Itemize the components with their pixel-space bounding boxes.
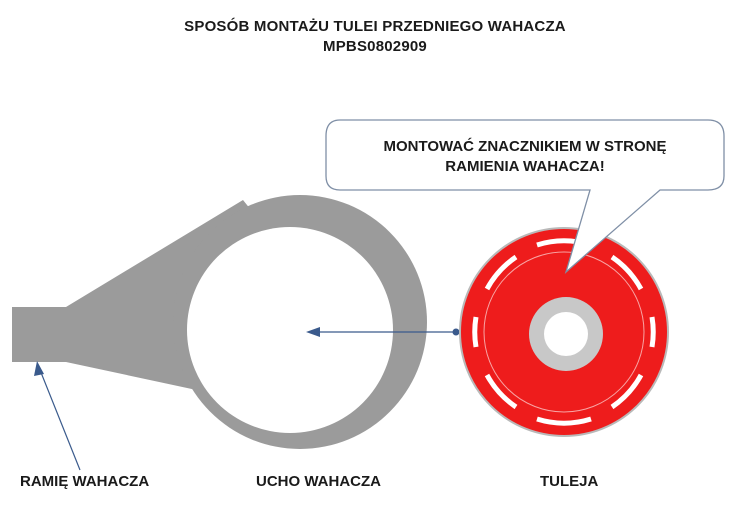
diagram-title: SPOSÓB MONTAŻU TULEI PRZEDNIEGO WAHACZA — [184, 18, 566, 35]
bushing-bore — [544, 312, 588, 356]
arm-eye-hole — [187, 227, 393, 433]
diagram-part-number: MPBS0802909 — [323, 38, 427, 55]
insertion-arrow — [306, 327, 460, 337]
label-control-arm: RAMIĘ WAHACZA — [20, 473, 150, 490]
label-arm-eye: UCHO WAHACZA — [256, 473, 381, 490]
bushing — [459, 227, 669, 437]
callout-text-line-2: RAMIENIA WAHACZA! — [445, 158, 605, 175]
callout-text-line-1: MONTOWAĆ ZNACZNIKIEM W STRONĘ — [383, 138, 667, 155]
arm-pointer-arrow — [34, 361, 81, 471]
label-bushing: TULEJA — [540, 473, 599, 490]
control-arm-shape — [12, 195, 427, 449]
callout-bubble — [325, 119, 725, 274]
